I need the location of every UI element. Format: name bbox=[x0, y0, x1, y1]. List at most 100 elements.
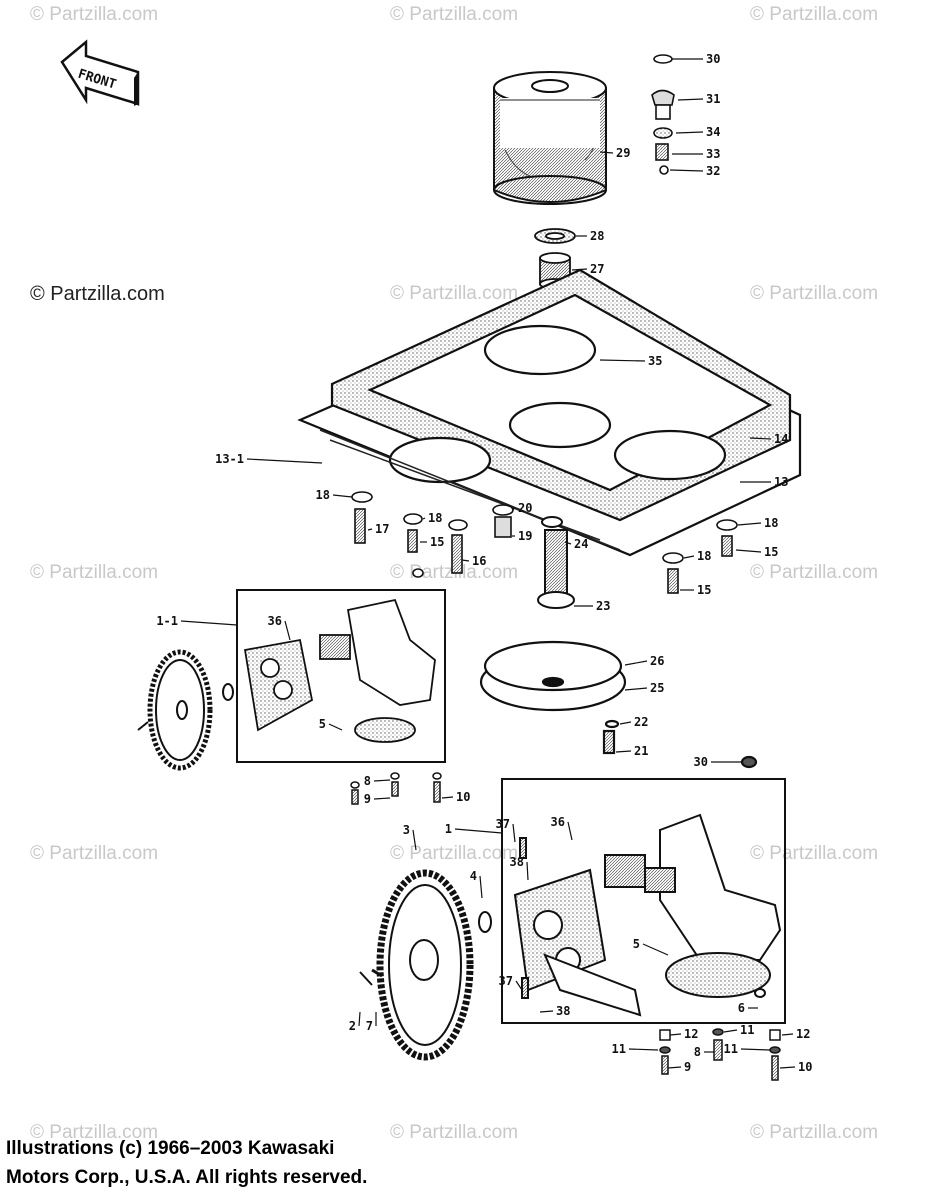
callout-label: 10 bbox=[456, 790, 470, 804]
callout-leader bbox=[740, 1048, 771, 1051]
callout-leader bbox=[619, 721, 632, 725]
callout-label: 15 bbox=[764, 545, 778, 559]
callout-leader bbox=[624, 660, 648, 666]
oil-screen bbox=[479, 640, 758, 769]
callout-leader bbox=[571, 268, 588, 271]
watermark: © Partzilla.com bbox=[30, 843, 159, 864]
watermark: © Partzilla.com bbox=[30, 4, 159, 25]
callout-label: 36 bbox=[551, 815, 565, 829]
callout-leader bbox=[599, 151, 614, 154]
callout-label: 31 bbox=[706, 92, 720, 106]
callout-label: 13-1 bbox=[215, 452, 244, 466]
callout-leader bbox=[328, 723, 343, 731]
callout-label: 9 bbox=[364, 792, 371, 806]
callout-label: 5 bbox=[633, 937, 640, 951]
pump-gear-upper bbox=[137, 649, 234, 771]
callout-leader bbox=[479, 875, 483, 899]
callout-leader bbox=[412, 829, 417, 851]
callout-label: 22 bbox=[634, 715, 648, 729]
callout-leader bbox=[675, 131, 704, 134]
callout-leader bbox=[737, 522, 762, 526]
callout-label: 27 bbox=[590, 262, 604, 276]
pan-fasteners bbox=[351, 491, 738, 594]
copyright-line-2: Motors Corp., U.S.A. All rights reserved… bbox=[6, 1167, 368, 1188]
callout-leader bbox=[358, 1011, 361, 1027]
callout-leader bbox=[373, 779, 391, 782]
copyright-notice: Illustrations (c) 1966–2003 Kawasaki Mot… bbox=[6, 1134, 367, 1192]
callout-label: 32 bbox=[706, 164, 720, 178]
watermark: © Partzilla.com bbox=[390, 283, 519, 304]
watermark: © Partzilla.com bbox=[390, 4, 519, 25]
watermark: © Partzilla.com bbox=[750, 843, 879, 864]
callout-leader bbox=[667, 1066, 682, 1069]
callout-leader bbox=[454, 828, 503, 834]
callout-label: 5 bbox=[319, 717, 326, 731]
callout-label: 37 bbox=[499, 974, 513, 988]
watermark: © Partzilla.com bbox=[390, 1122, 519, 1143]
callout-leader bbox=[624, 687, 648, 691]
small-screws bbox=[350, 772, 442, 805]
callout-label: 19 bbox=[518, 529, 532, 543]
callout-leader bbox=[515, 980, 523, 991]
callout-leader bbox=[615, 750, 632, 753]
watermark: © Partzilla.com bbox=[750, 283, 879, 304]
callout-label: 9 bbox=[684, 1060, 691, 1074]
callout-label: 26 bbox=[650, 654, 664, 668]
callout-leader bbox=[284, 620, 291, 641]
oil-pump-assembly-1-box bbox=[501, 778, 786, 1024]
callout-leader bbox=[180, 620, 238, 626]
callout-label: 38 bbox=[510, 855, 524, 869]
front-arrow-icon: FRONT bbox=[60, 39, 140, 106]
callout-label: 25 bbox=[650, 681, 664, 695]
callout-label: 17 bbox=[375, 522, 389, 536]
watermark: © Partzilla.com bbox=[390, 843, 519, 864]
callout-leader bbox=[677, 98, 704, 101]
callout-label: 16 bbox=[472, 554, 486, 568]
callout-label: 11 bbox=[612, 1042, 626, 1056]
callout-leader bbox=[512, 823, 516, 843]
callout-leader bbox=[669, 1033, 682, 1036]
callout-leader bbox=[246, 458, 323, 464]
callout-label: 28 bbox=[590, 229, 604, 243]
callout-layer: 303134333229282735141313-118171815201924… bbox=[156, 52, 812, 1074]
small-screws-lower bbox=[659, 1028, 781, 1081]
callout-leader bbox=[373, 797, 391, 800]
callout-label: 8 bbox=[694, 1045, 701, 1059]
callout-leader bbox=[642, 943, 669, 956]
callout-leader bbox=[669, 169, 704, 172]
callout-label: 12 bbox=[796, 1027, 810, 1041]
callout-label: 21 bbox=[634, 744, 648, 758]
bolt-31 bbox=[651, 54, 675, 175]
callout-leader bbox=[723, 1029, 738, 1033]
oil-pan-gasket bbox=[297, 268, 802, 557]
callout-leader bbox=[441, 796, 454, 799]
callout-leader bbox=[567, 821, 573, 841]
callout-leader bbox=[332, 494, 353, 498]
callout-label: 7 bbox=[366, 1019, 373, 1033]
callout-label: 18 bbox=[428, 511, 442, 525]
callout-label: 15 bbox=[697, 583, 711, 597]
callout-label: 34 bbox=[706, 125, 720, 139]
callout-leader bbox=[628, 1048, 659, 1051]
callout-leader bbox=[461, 559, 470, 562]
callout-label: 14 bbox=[774, 432, 788, 446]
callout-leader bbox=[735, 549, 762, 553]
callout-leader bbox=[781, 1033, 794, 1036]
watermark: © Partzilla.com bbox=[750, 4, 879, 25]
oil-strainer-bolt bbox=[537, 516, 575, 609]
callout-label: 18 bbox=[316, 488, 330, 502]
callout-label: 24 bbox=[574, 537, 588, 551]
callout-leader bbox=[539, 1010, 554, 1013]
callout-label: 2 bbox=[349, 1019, 356, 1033]
callout-label: 11 bbox=[724, 1042, 738, 1056]
callout-label: 30 bbox=[706, 52, 720, 66]
callout-label: 35 bbox=[648, 354, 662, 368]
callout-label: 15 bbox=[430, 535, 444, 549]
watermark: © Partzilla.com bbox=[750, 1122, 879, 1143]
callout-label: 1 bbox=[445, 822, 452, 836]
callout-leader bbox=[526, 861, 529, 881]
callout-label: 23 bbox=[596, 599, 610, 613]
callout-label: 18 bbox=[697, 549, 711, 563]
oil-pump-assembly-1-1-box bbox=[236, 589, 446, 763]
